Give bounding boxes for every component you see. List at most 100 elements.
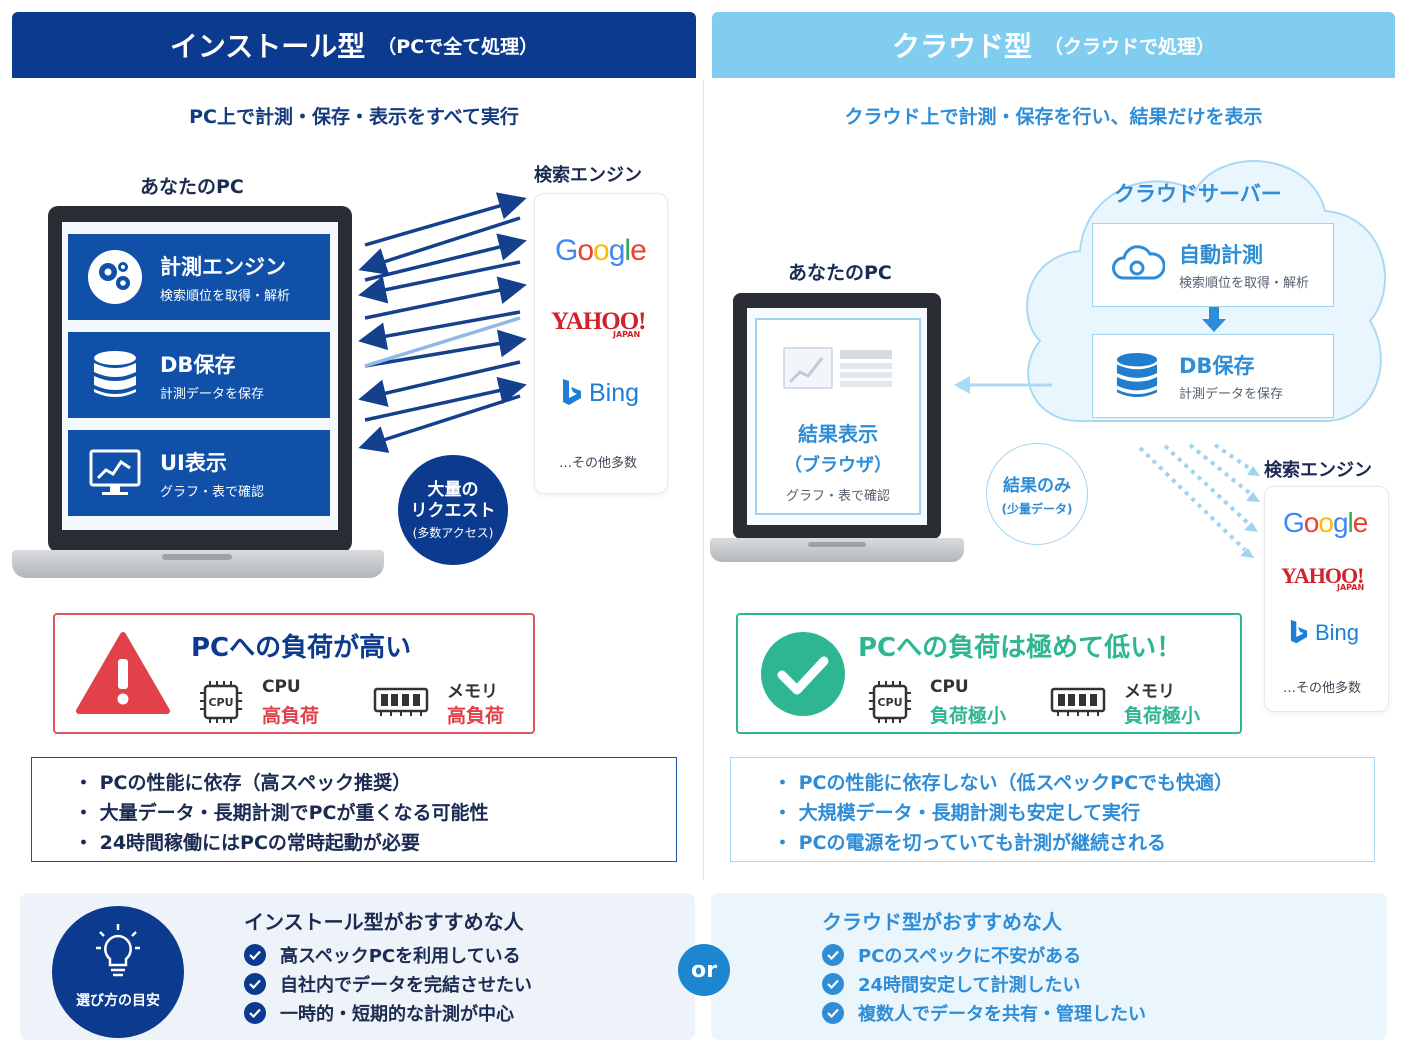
cloud-point: ・ 大規模データ・長期計測も安定して実行 xyxy=(773,802,1141,824)
install-points: ・ PCの性能に依存（高スペック推奨） ・ 大量データ・長期計測でPCが重くなる… xyxy=(31,757,677,862)
cloud-search-label: 検索エンジン xyxy=(1264,460,1372,481)
cpu-icon: CPU xyxy=(869,681,911,723)
install-recommend-title: インストール型がおすすめな人 xyxy=(244,910,524,934)
server-card-desc: 検索順位を取得・解析 xyxy=(1179,276,1310,291)
cloud-mem-value: 負荷極小 xyxy=(1124,705,1201,727)
request-line1: 大量の xyxy=(427,479,479,500)
install-cpu-value: 高負荷 xyxy=(262,705,320,727)
list-item: 一時的・短期的な計測が中心 xyxy=(244,998,532,1027)
install-pc-label: あなたのPC xyxy=(140,176,244,198)
list-item: PCのスペックに不安がある xyxy=(822,940,1146,969)
install-load-title: PCへの負荷が高い xyxy=(191,633,412,663)
memory-icon xyxy=(373,687,429,716)
install-engine-box: Google YAHOO! JAPAN Bing …その他多数 xyxy=(534,193,668,494)
install-cpu-label: CPU xyxy=(262,677,301,697)
cpu-chip-text: CPU xyxy=(877,696,902,709)
module-db-save: DB保存 計測データを保存 xyxy=(68,332,330,418)
more-engines: …その他多数 xyxy=(1283,681,1362,696)
module-desc: グラフ・表で確認 xyxy=(160,484,265,500)
recommend-text: 複数人でデータを共有・管理したい xyxy=(858,1003,1146,1025)
module-title: DB保存 xyxy=(160,352,236,377)
check-icon xyxy=(822,1001,844,1024)
google-logo: Google xyxy=(555,234,647,267)
yahoo-logo: YAHOO! xyxy=(551,308,646,335)
request-arrows xyxy=(358,192,527,453)
result-title: 結果表示 xyxy=(798,422,878,446)
result-only-badge: 結果のみ (少量データ) xyxy=(986,443,1088,545)
cloud-gear-icon xyxy=(1109,238,1166,292)
request-line2: リクエスト xyxy=(410,500,496,521)
bing-logo: Bing xyxy=(561,378,639,408)
cloud-mem-label: メモリ xyxy=(1124,682,1175,702)
install-search-label: 検索エンジン xyxy=(534,165,642,186)
chart-table-icon xyxy=(783,347,892,389)
recommend-text: 24時間安定して計測したい xyxy=(858,974,1081,996)
cloud-lead: クラウド上で計測・保存を行い、結果だけを表示 xyxy=(844,106,1263,128)
check-icon xyxy=(822,972,844,995)
install-load-box: PCへの負荷が高い CPU CPU 高負荷 メモリ 高負荷 xyxy=(53,613,535,734)
result-sub: （ブラウザ） xyxy=(784,455,892,476)
yahoo-japan-sub: JAPAN xyxy=(1337,583,1365,592)
server-card-title: DB保存 xyxy=(1179,354,1255,378)
cloud-request-arrows xyxy=(1138,443,1260,558)
database-icon xyxy=(1109,349,1165,403)
check-circle-icon xyxy=(761,632,845,716)
cloud-cpu-value: 負荷極小 xyxy=(930,705,1007,727)
cloud-recommend-title: クラウド型がおすすめな人 xyxy=(822,910,1062,934)
memory-icon xyxy=(1050,687,1106,716)
bing-text: Bing xyxy=(589,378,640,407)
cloud-subtitle: （クラウドで処理） xyxy=(1044,35,1216,58)
cloud-header: クラウド型 （クラウドで処理） xyxy=(712,12,1395,78)
install-title: インストール型 xyxy=(169,30,366,63)
result-only-line1: 結果のみ xyxy=(1003,476,1071,496)
check-icon xyxy=(244,1001,266,1024)
result-only-line2: (少量データ) xyxy=(1001,502,1073,516)
cpu-icon: CPU xyxy=(200,681,242,723)
module-measure-engine: 計測エンジン 検索順位を取得・解析 xyxy=(68,234,330,320)
check-icon xyxy=(822,943,844,966)
server-card-title: 自動計測 xyxy=(1179,243,1263,267)
warning-icon xyxy=(76,632,170,714)
list-item: 24時間安定して計測したい xyxy=(822,969,1146,998)
monitor-chart-icon xyxy=(86,444,144,502)
install-point: ・ PCの性能に依存（高スペック推奨） xyxy=(74,772,412,794)
install-mem-value: 高負荷 xyxy=(447,705,505,727)
cloud-points: ・ PCの性能に依存しない（低スペックPCでも快適） ・ 大規模データ・長期計測… xyxy=(730,757,1375,862)
bing-text: Bing xyxy=(1315,619,1360,645)
check-icon xyxy=(244,943,266,966)
cloud-engine-box: Google YAHOO! JAPAN Bing …その他多数 xyxy=(1264,486,1389,712)
down-arrow-icon xyxy=(1202,307,1226,332)
server-db-save: DB保存 計測データを保存 xyxy=(1092,334,1334,418)
bing-icon xyxy=(563,379,581,405)
yahoo-japan-sub: JAPAN xyxy=(613,330,641,339)
cloud-pc-label: あなたのPC xyxy=(788,262,892,284)
install-recommend-list: 高スペックPCを利用している 自社内でデータを完結させたい 一時的・短期的な計測… xyxy=(244,940,532,1027)
gears-icon xyxy=(86,248,144,306)
check-icon xyxy=(244,972,266,995)
list-item: 高スペックPCを利用している xyxy=(244,940,532,969)
cloud-point: ・ PCの性能に依存しない（低スペックPCでも快適） xyxy=(773,772,1234,794)
module-title: 計測エンジン xyxy=(160,254,286,279)
cloud-load-title: PCへの負荷は極めて低い！ xyxy=(858,633,1183,663)
install-subtitle: （PCで全て処理） xyxy=(377,35,539,58)
yahoo-logo: YAHOO! xyxy=(1281,563,1364,588)
guide-badge: 選び方の目安 xyxy=(52,906,184,1038)
cloud-title: クラウド型 xyxy=(891,30,1032,63)
request-line3: (多数アクセス) xyxy=(412,525,494,540)
cloud-load-box: PCへの負荷は極めて低い！ CPU CPU 負荷極小 メモリ 負荷極小 xyxy=(736,613,1242,734)
list-item: 自社内でデータを完結させたい xyxy=(244,969,532,998)
request-badge: 大量の リクエスト (多数アクセス) xyxy=(398,455,508,565)
result-display-card: 結果表示 （ブラウザ） グラフ・表で確認 xyxy=(755,318,921,515)
cloud-recommend-list: PCのスペックに不安がある 24時間安定して計測したい 複数人でデータを共有・管… xyxy=(822,940,1146,1027)
cloud-server-label: クラウドサーバー xyxy=(1114,182,1282,206)
database-icon xyxy=(86,346,144,404)
center-divider xyxy=(703,80,704,880)
list-item: 複数人でデータを共有・管理したい xyxy=(822,998,1146,1027)
lightbulb-icon xyxy=(96,924,140,977)
server-auto-measure: 自動計測 検索順位を取得・解析 xyxy=(1092,223,1334,307)
cpu-chip-text: CPU xyxy=(208,696,233,709)
install-lead: PC上で計測・保存・表示をすべて実行 xyxy=(189,106,519,128)
module-title: UI表示 xyxy=(160,450,227,475)
recommend-text: PCのスペックに不安がある xyxy=(858,945,1082,967)
result-desc: グラフ・表で確認 xyxy=(785,489,890,504)
